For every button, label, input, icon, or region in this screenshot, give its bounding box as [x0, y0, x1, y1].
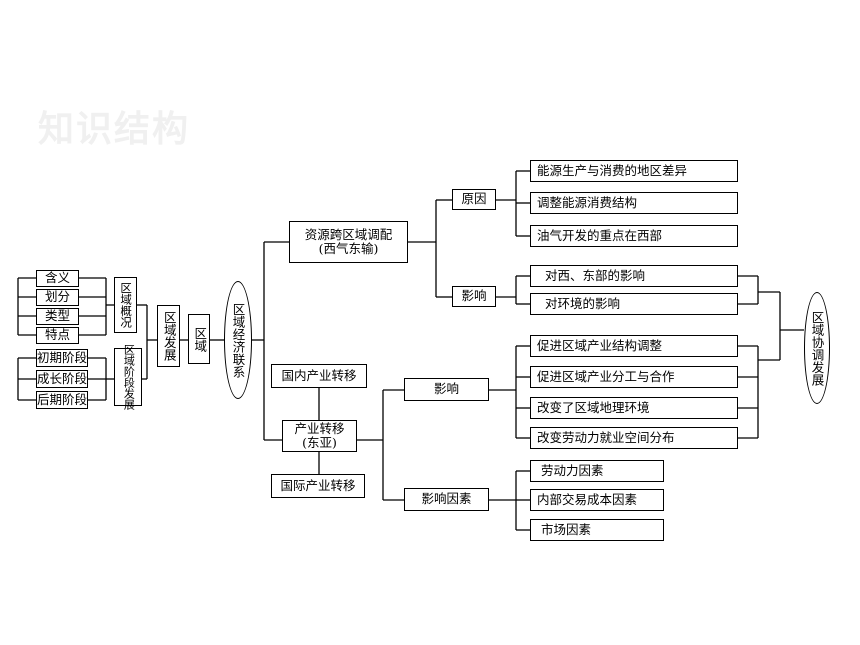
cause-item: 油气开发的重点在西部	[530, 225, 738, 247]
resource-impact-item: 对西、东部的影响	[530, 265, 738, 287]
cause-item: 调整能源消费结构	[530, 192, 738, 214]
industry-impact-item: 促进区域产业分工与合作	[530, 366, 738, 388]
development-box: 区域发展	[157, 305, 180, 367]
factor-item: 市场因素	[530, 519, 664, 541]
influence-factor-box: 影响因素	[404, 488, 489, 511]
factor-item: 内部交易成本因素	[530, 489, 664, 511]
concept-item: 含义	[36, 270, 79, 287]
industry-impact-item: 改变劳动力就业空间分布	[530, 427, 738, 449]
stage-group-box: 区域阶段发展	[114, 344, 142, 410]
resource-allocation-name: 资源跨区域调配	[304, 226, 393, 242]
resource-allocation-box: 资源跨区域调配 (西气东输)	[289, 221, 408, 263]
resource-allocation-example: (西气东输)	[318, 241, 379, 256]
stage-item: 后期阶段	[36, 391, 88, 409]
resource-impact-item: 对环境的影响	[530, 293, 738, 315]
industry-impact-box: 影响	[404, 378, 489, 401]
international-transfer-box: 国际产业转移	[271, 474, 365, 498]
page-title: 知识结构	[38, 109, 191, 150]
economic-links-ellipse: 区域经济联系	[224, 281, 252, 399]
stage-item: 初期阶段	[36, 349, 88, 367]
region-box: 区域	[188, 314, 210, 364]
stage-item: 成长阶段	[36, 370, 88, 388]
cause-item: 能源生产与消费的地区差异	[530, 160, 738, 182]
resource-impact-box: 影响	[452, 286, 496, 307]
concept-item: 划分	[36, 289, 79, 306]
cause-box: 原因	[452, 189, 496, 210]
industry-transfer-name: 产业转移	[294, 420, 345, 436]
concept-item: 类型	[36, 308, 79, 325]
industry-transfer-example: (东亚)	[302, 435, 337, 450]
industry-transfer-box: 产业转移 (东亚)	[282, 420, 357, 452]
industry-impact-item: 促进区域产业结构调整	[530, 335, 738, 357]
concept-item: 特点	[36, 327, 79, 344]
coordinated-development-ellipse: 区域协调发展	[804, 292, 830, 404]
concept-group-box: 区域概况	[114, 277, 137, 333]
industry-impact-item: 改变了区域地理环境	[530, 397, 738, 419]
domestic-transfer-box: 国内产业转移	[271, 364, 367, 388]
factor-item: 劳动力因素	[530, 460, 664, 482]
